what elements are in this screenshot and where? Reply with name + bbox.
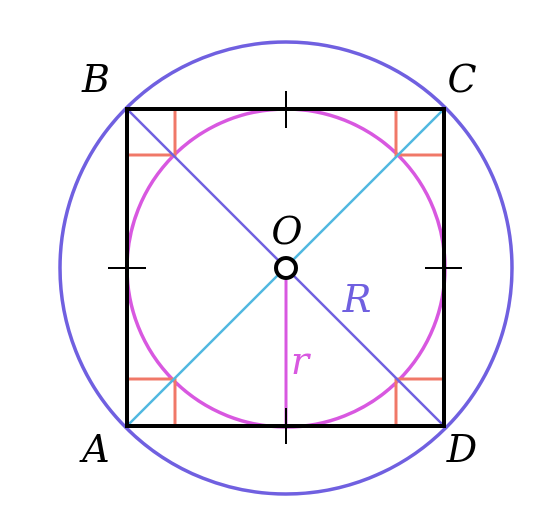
label-A: A bbox=[79, 427, 109, 471]
corner-mark-C bbox=[394, 109, 444, 157]
label-O: O bbox=[271, 209, 302, 253]
label-r: r bbox=[291, 339, 312, 383]
label-R: R bbox=[342, 277, 372, 321]
midpoint-ticks bbox=[108, 91, 462, 444]
corner-mark-B bbox=[127, 109, 177, 157]
circumcircle bbox=[58, 40, 514, 496]
label-B: B bbox=[81, 57, 110, 101]
label-C: C bbox=[447, 57, 476, 101]
label-D: D bbox=[446, 427, 477, 471]
center-point bbox=[274, 256, 298, 280]
